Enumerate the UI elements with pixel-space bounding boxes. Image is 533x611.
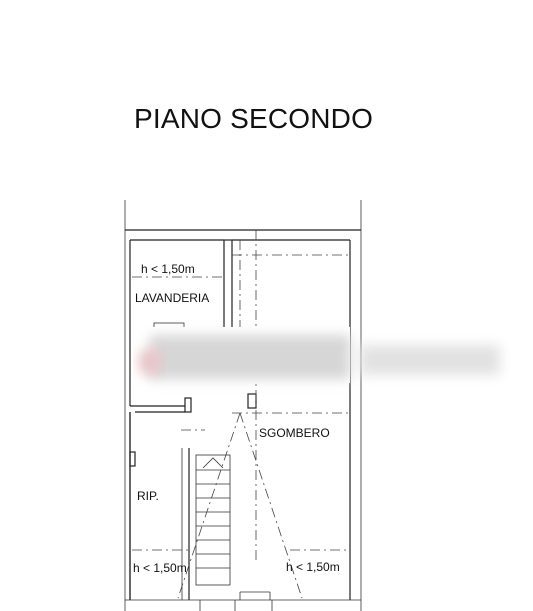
- height-note-bottom-left: h < 1,50m: [133, 561, 187, 575]
- chimney: [247, 393, 257, 409]
- rip-walls: [129, 412, 190, 600]
- staircase: [195, 454, 231, 586]
- room-label-lavanderia: LAVANDERIA: [135, 291, 209, 305]
- height-note-bottom-right: h < 1,50m: [286, 560, 340, 574]
- height-note-top-left: h < 1,50m: [141, 262, 195, 276]
- room-label-sgombero: SGOMBERO: [259, 426, 330, 440]
- bottom-partitions: [199, 591, 273, 611]
- room-label-rip: RIP.: [137, 489, 159, 503]
- height-boundaries: [132, 230, 350, 560]
- floor-title: PIANO SECONDO: [134, 103, 374, 134]
- blurred-watermark: [138, 327, 500, 383]
- outer-walls: [125, 229, 361, 601]
- slope-triangle: [177, 412, 303, 599]
